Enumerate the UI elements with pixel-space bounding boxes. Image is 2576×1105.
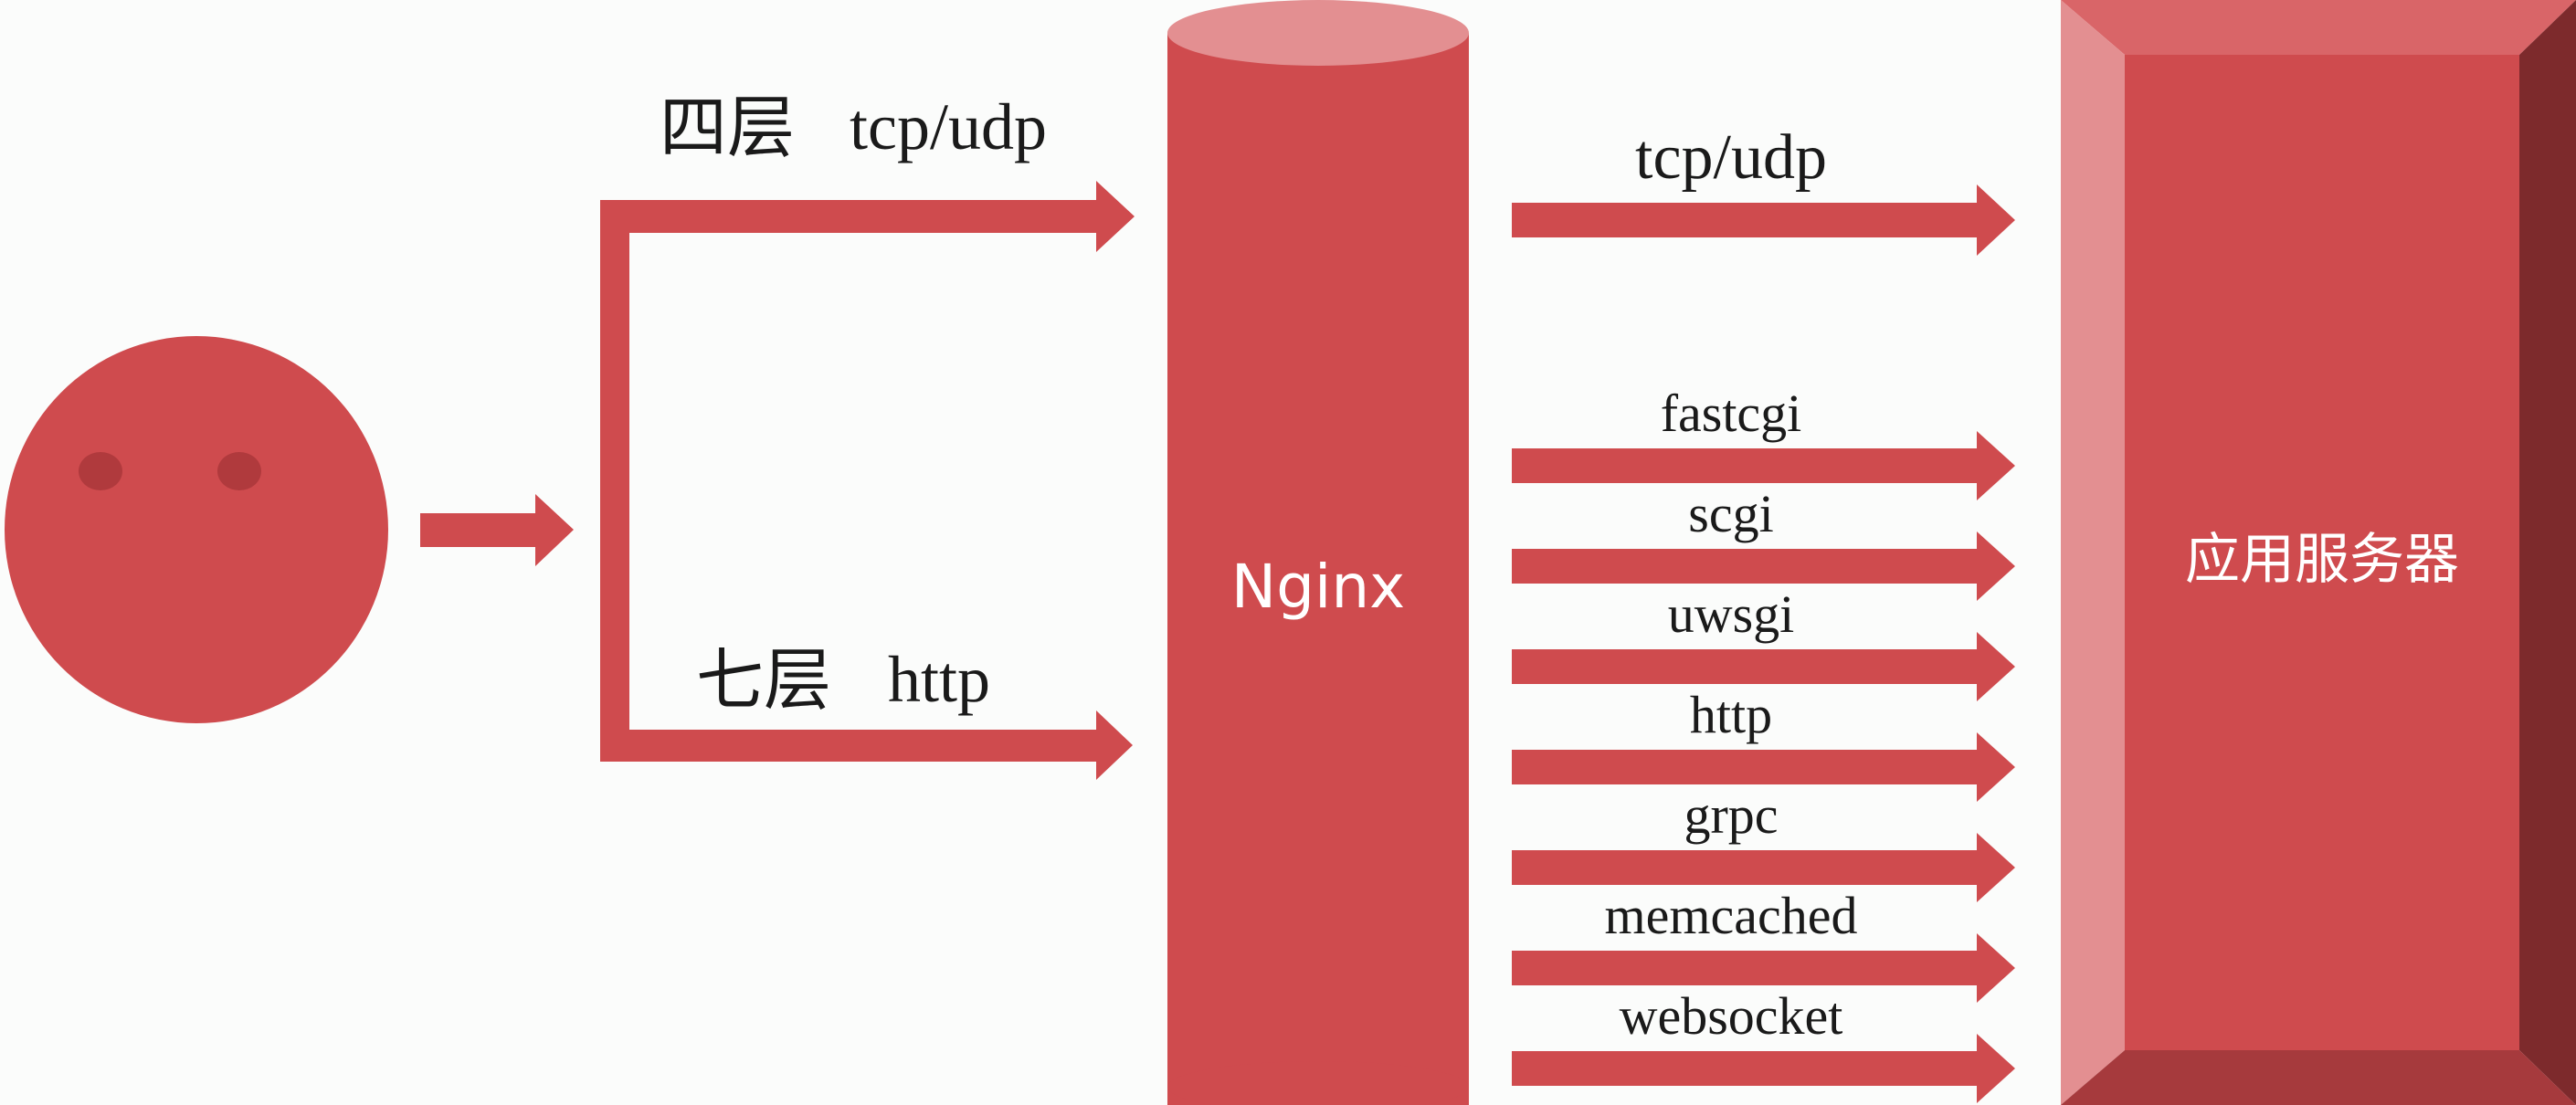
protocol-arrow-websocket — [1512, 1034, 2015, 1103]
layer4-layer-label: 四层 — [660, 89, 795, 167]
layer7-layer-label: 七层 — [696, 641, 831, 720]
layer7-protocol-label: http — [888, 643, 990, 716]
fork-vertical-bar — [600, 200, 629, 762]
protocol-arrow-scgi — [1512, 531, 2015, 601]
protocol-label-websocket: websocket — [1620, 986, 1843, 1046]
app-server-face — [2125, 55, 2519, 1050]
upstream-tcp-label: tcp/udp — [1635, 122, 1827, 193]
protocol-label-fastcgi: fastcgi — [1661, 384, 1802, 443]
app-server-right-bevel — [2519, 0, 2576, 1105]
upstream-tcp-arrow — [1512, 184, 2015, 256]
protocol-arrow-memcached — [1512, 933, 2015, 1003]
app-server-label: 应用服务器 — [2185, 528, 2459, 592]
protocol-arrow-uwsgi — [1512, 632, 2015, 701]
protocol-arrow-http — [1512, 732, 2015, 802]
protocol-arrow-grpc — [1512, 833, 2015, 902]
client-arrow — [420, 494, 574, 566]
nginx-cylinder-body — [1167, 33, 1469, 1105]
client-face-icon — [5, 336, 388, 723]
nginx-cylinder-bottom — [1167, 1061, 1469, 1105]
protocol-label-uwsgi: uwsgi — [1668, 584, 1795, 644]
layer7-arrow — [600, 710, 1133, 780]
protocol-label-memcached: memcached — [1605, 886, 1858, 945]
app-server-block: 应用服务器 — [2061, 0, 2576, 1105]
protocol-label-scgi: scgi — [1688, 484, 1773, 543]
app-server-bottom-bevel — [2061, 1050, 2576, 1105]
face-left-eye — [79, 452, 122, 490]
protocol-arrow-fastcgi — [1512, 431, 2015, 500]
face-right-eye — [217, 452, 261, 490]
nginx-cylinder: Nginx — [1167, 0, 1469, 1105]
layer4-arrow — [600, 181, 1135, 252]
app-server-top-bevel — [2061, 0, 2576, 55]
app-server-left-bevel — [2061, 0, 2125, 1105]
nginx-label: Nginx — [1231, 552, 1406, 622]
protocol-label-grpc: grpc — [1684, 785, 1778, 845]
layer4-protocol-label: tcp/udp — [850, 90, 1047, 163]
face-head — [5, 336, 388, 723]
upstream-protocol-arrows: fastcgi scgi uwsgi http grpc memcached websock… — [1512, 384, 2015, 1103]
nginx-cylinder-top — [1167, 0, 1469, 66]
protocol-label-http: http — [1690, 685, 1772, 744]
